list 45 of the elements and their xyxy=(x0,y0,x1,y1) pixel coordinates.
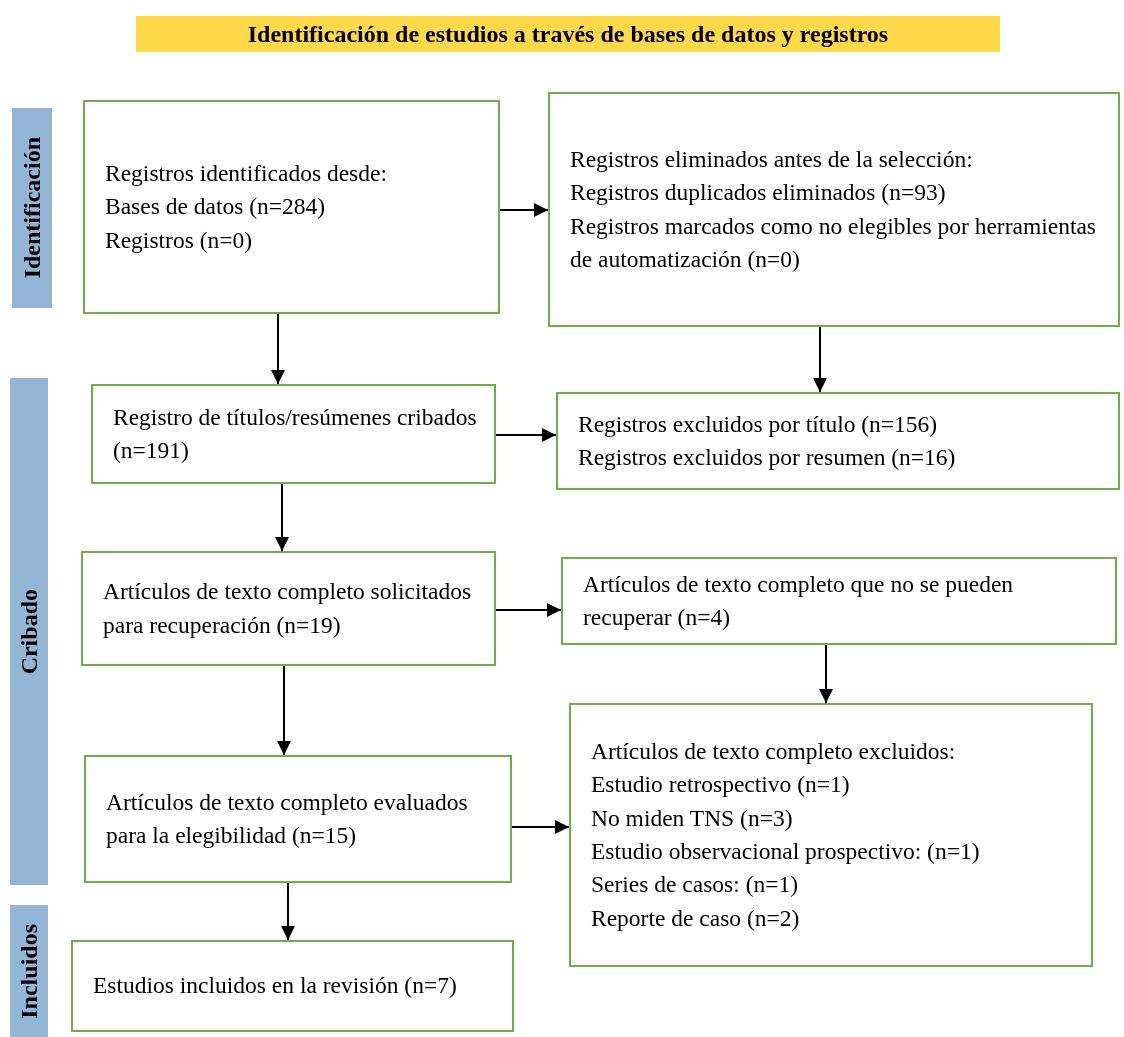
arrow xyxy=(819,644,833,704)
arrow xyxy=(499,203,549,217)
box-text: Registros excluidos por resumen (n=16) xyxy=(578,443,957,472)
process-box xyxy=(561,557,1117,645)
arrow xyxy=(277,665,291,756)
box-text: Estudio retrospectivo (n=1) xyxy=(591,770,851,800)
stage-label: Incluidos xyxy=(15,923,43,1019)
stage-band xyxy=(12,108,52,308)
box-text: Registros eliminados antes de la selección: xyxy=(570,144,974,174)
box-text: Artículos de texto completo solicitados para recuperación (n=19) xyxy=(103,577,473,640)
stage-label: Identificación xyxy=(18,137,46,279)
box-text: No miden TNS (n=3) xyxy=(591,803,794,833)
box-text: Registros excluidos por título (n=156) xyxy=(578,409,939,439)
box-text: Artículos de texto completo evaluados para la elegibilidad (n=15) xyxy=(106,787,469,850)
box-text: Estudios incluidos en la revisión (n=7) xyxy=(93,971,458,1001)
box-text: Registro de títulos/resúmenes cribados (n=191) xyxy=(113,402,478,465)
diagram-title: Identificación de estudios a través de bases de datos y registros xyxy=(136,16,1000,52)
arrow xyxy=(281,882,295,941)
box-text: Registros duplicados eliminados (n=93) xyxy=(570,178,947,208)
arrow xyxy=(495,603,562,617)
process-box xyxy=(71,940,514,1032)
box-text: Registros marcados como no elegibles por herramientas de automatización (n=0) xyxy=(570,211,1097,274)
process-box xyxy=(81,551,496,666)
process-box xyxy=(569,703,1093,967)
stage-band xyxy=(10,378,48,885)
arrow xyxy=(813,326,827,393)
process-box xyxy=(84,755,512,883)
box-text: Artículos de texto completo excluidos: xyxy=(591,736,957,766)
box-text: Estudio observacional prospectivo: (n=1) xyxy=(591,837,981,866)
arrow xyxy=(275,483,289,552)
box-text: Bases de datos (n=284) xyxy=(105,192,327,222)
box-text: Registros (n=0) xyxy=(105,225,254,255)
arrow xyxy=(495,428,557,442)
process-box xyxy=(91,384,496,484)
box-text: Artículos de texto completo que no se pueden recuperar (n=4) xyxy=(583,569,1015,632)
process-box xyxy=(548,92,1120,327)
box-text: Series de casos: (n=1) xyxy=(591,870,800,900)
box-text: Registros identificados desde: xyxy=(105,158,388,188)
process-box xyxy=(83,100,500,314)
arrow xyxy=(511,820,570,834)
stage-band xyxy=(10,905,48,1037)
stage-label: Cribado xyxy=(15,588,43,675)
arrow xyxy=(271,313,285,385)
box-text: Reporte de caso (n=2) xyxy=(591,903,801,933)
process-box xyxy=(556,392,1120,490)
